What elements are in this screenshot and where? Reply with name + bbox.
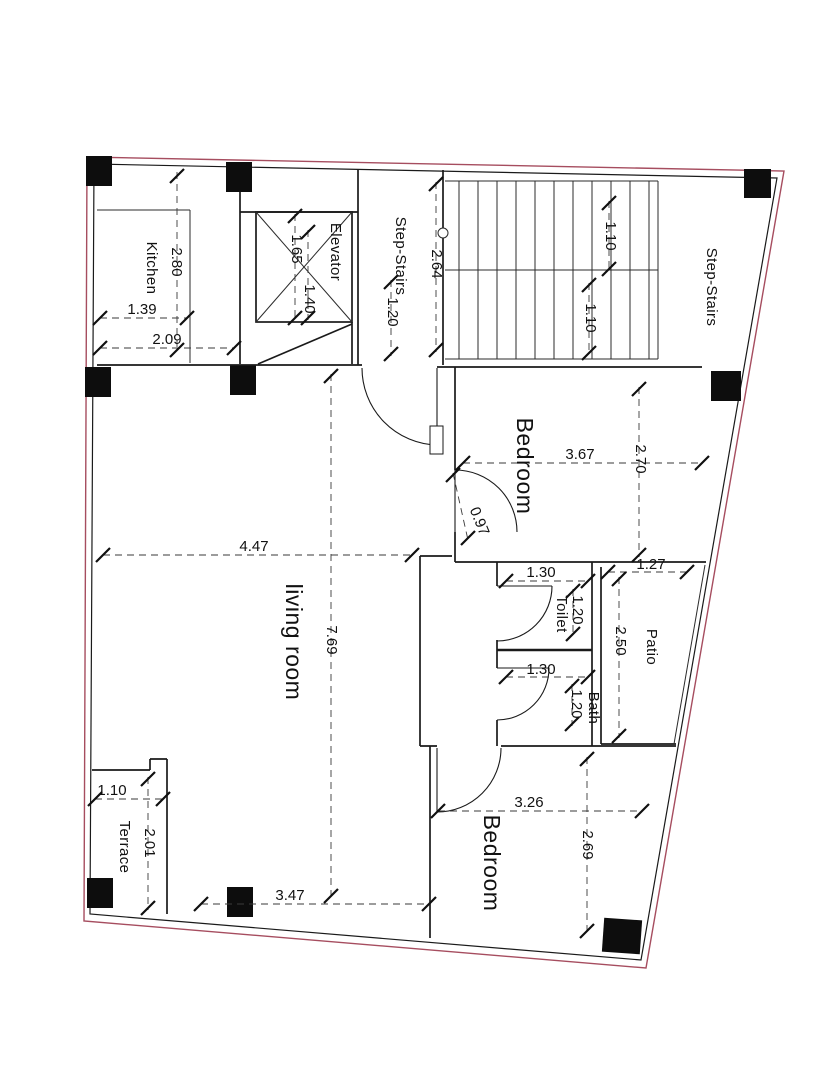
column <box>711 371 741 401</box>
room-label-bedroom-top: Bedroom <box>512 418 538 515</box>
dim-stairs-depth: 2.64 <box>428 249 445 278</box>
dim-kitchen-inner-width: 1.39 <box>127 301 156 318</box>
room-label-kitchen: Kitchen <box>143 242 160 295</box>
room-labels: Kitchen Elevator Step-Stairs Step-Stairs… <box>116 217 720 912</box>
column <box>744 169 771 198</box>
dim-kitchen-width: 2.09 <box>152 331 181 348</box>
dim-bedroom-bottom-height: 2.69 <box>579 830 596 859</box>
dim-kitchen-height: 2.80 <box>168 247 185 276</box>
staircase <box>437 180 659 360</box>
stair-post-marker <box>437 227 449 239</box>
dim-bedroom-top-height: 2.70 <box>632 444 649 473</box>
columns <box>85 156 771 955</box>
dim-bath-width: 1.30 <box>526 661 555 678</box>
bedroom-top-door <box>454 469 518 533</box>
dim-toilet-width: 1.30 <box>526 564 555 581</box>
bath-door <box>496 667 550 721</box>
dim-elevator-height: 1.65 <box>288 234 305 263</box>
dim-bedroom-bottom-width: 3.26 <box>514 794 543 811</box>
dim-terrace-width: 1.10 <box>97 782 126 799</box>
dim-bottom-width: 3.47 <box>275 887 304 904</box>
room-label-bedroom-bottom: Bedroom <box>479 815 505 912</box>
doors <box>361 367 553 813</box>
column <box>85 367 111 397</box>
dim-terrace-height: 2.01 <box>141 828 158 857</box>
dim-living-width: 4.47 <box>239 538 268 555</box>
column <box>230 365 256 395</box>
dim-living-height: 7.69 <box>323 625 340 654</box>
boundary-inner-line <box>89 163 778 961</box>
room-label-elevator: Elevator <box>327 223 344 281</box>
room-label-living-room: living room <box>281 584 307 701</box>
plot-boundary <box>83 156 785 969</box>
dimension-lines <box>95 172 702 933</box>
column <box>601 917 643 955</box>
dim-flight-top: 1.10 <box>602 221 619 250</box>
toilet-door <box>496 585 553 642</box>
boundary-outer-line <box>83 156 785 969</box>
dim-patio-height: 2.50 <box>612 626 629 655</box>
dim-door-width: 0.97 <box>466 505 493 538</box>
room-label-step-stairs-left: Step-Stairs <box>392 217 409 296</box>
dim-bedroom-top-width: 3.67 <box>565 446 594 463</box>
room-label-step-stairs-right: Step-Stairs <box>703 248 720 327</box>
dim-bath-height: 1.20 <box>568 689 585 718</box>
room-label-bath: Bath <box>585 692 602 724</box>
column <box>86 156 112 186</box>
dim-stairs-left-width: 1.20 <box>384 297 401 326</box>
dim-patio-width: 1.27 <box>636 556 665 573</box>
column <box>226 162 252 192</box>
room-label-toilet: Toilet <box>553 595 570 633</box>
dim-flight-bottom: 1.10 <box>582 303 599 332</box>
walls <box>92 170 706 938</box>
column <box>227 887 253 917</box>
room-label-terrace: Terrace <box>116 821 133 874</box>
column <box>87 878 113 908</box>
dim-elevator-inner: 1.40 <box>301 284 318 313</box>
door-jamb <box>429 425 444 455</box>
bedroom-bottom-door <box>436 747 502 813</box>
dimension-labels: 2.80 1.39 2.09 1.65 1.40 1.20 2.64 1.10 … <box>97 221 665 904</box>
room-label-patio: Patio <box>643 629 660 665</box>
hall-door <box>361 367 438 446</box>
dim-toilet-height: 1.20 <box>569 595 586 624</box>
